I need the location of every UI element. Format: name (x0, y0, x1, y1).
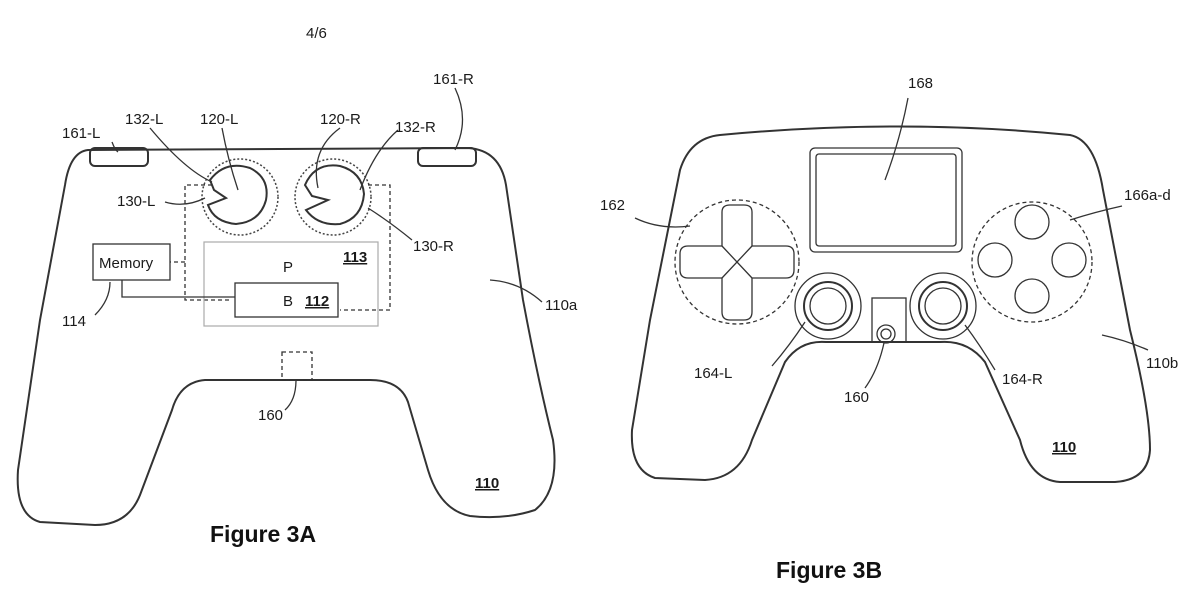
face-button-area-166 (971, 201, 1093, 323)
label-132-r: 132-R (395, 119, 436, 136)
label-memory: Memory (99, 255, 154, 272)
face-button-top (1014, 204, 1050, 240)
label-110-3a: 110 (475, 475, 499, 492)
label-110-3b: 110 (1052, 439, 1076, 456)
leader-160-3b (864, 342, 885, 389)
label-114: 114 (62, 313, 86, 330)
port-160-outer (876, 324, 896, 344)
label-p: P (283, 259, 293, 276)
label-120-l: 120-L (200, 111, 238, 128)
label-166a-d: 166a-d (1124, 187, 1171, 204)
finger-120-l (206, 164, 268, 226)
figure-3b: 168 162 166a-d 164-L 164-R 160 110b 110 … (600, 75, 1178, 583)
caption-figure-3a: Figure 3A (210, 521, 316, 547)
caption-figure-3b: Figure 3B (776, 557, 882, 583)
label-110a: 110a (545, 297, 578, 314)
sensor-130-r (294, 158, 372, 236)
joystick-164-r-inner (924, 287, 962, 325)
leader-162 (634, 217, 691, 228)
joystick-164-l-outer (794, 272, 862, 340)
processor-block-113 (203, 241, 379, 327)
label-b: B (283, 293, 293, 310)
figure-3a: 161-L 161-R 132-L 120-L 120-R 132-R 130-… (16, 71, 578, 547)
label-130-r: 130-R (413, 238, 454, 255)
label-162: 162 (600, 197, 625, 214)
memory-bus-line (121, 280, 235, 298)
leader-160-3a (284, 379, 297, 411)
leader-120-l (221, 127, 239, 191)
dpad-cross (679, 204, 795, 321)
leader-130-r (367, 207, 413, 241)
sensor-130-l (201, 158, 279, 236)
leader-161-l (111, 141, 119, 153)
leader-168 (884, 97, 909, 181)
joystick-164-r-outer (909, 272, 977, 340)
leader-132-r (359, 129, 399, 191)
leader-164-r (964, 324, 996, 371)
leader-166 (1069, 205, 1123, 221)
label-161-l: 161-L (62, 125, 100, 142)
label-120-r: 120-R (320, 111, 361, 128)
connection-frame (170, 184, 391, 311)
label-164-l: 164-L (694, 365, 732, 382)
label-160-3a: 160 (258, 407, 283, 424)
label-132-l: 132-L (125, 111, 163, 128)
dpad-center-marks (721, 245, 753, 279)
face-button-bottom (1014, 278, 1050, 314)
label-164-r: 164-R (1002, 371, 1043, 388)
label-168: 168 (908, 75, 933, 92)
port-160-inner (880, 328, 892, 340)
page-number: 4/6 (306, 25, 327, 42)
block-112 (234, 282, 339, 318)
leader-164-l (771, 321, 806, 367)
leader-132-l (149, 127, 213, 183)
dpad-area-162 (674, 199, 800, 325)
memory-box-114 (92, 243, 171, 281)
face-button-right (1051, 242, 1087, 278)
finger-120-r (303, 164, 366, 226)
label-110b: 110b (1146, 355, 1178, 372)
touchpad-outer-168 (809, 147, 963, 253)
joystick-164-l-inner (809, 287, 847, 325)
touchpad-inner-168 (815, 153, 957, 247)
shoulder-button-161-l (89, 147, 149, 167)
leader-161-r (454, 87, 464, 151)
label-160-3b: 160 (844, 389, 869, 406)
leader-114 (94, 281, 111, 316)
label-161-r: 161-R (433, 71, 474, 88)
controller-body-3a (16, 146, 556, 527)
label-113: 113 (343, 249, 367, 266)
leader-130-l (164, 197, 206, 205)
controller-body-3b (630, 125, 1152, 483)
label-130-l: 130-L (117, 193, 155, 210)
port-160-3a (281, 351, 313, 381)
joystick-164-r-ring (918, 281, 968, 331)
leader-110a (489, 279, 543, 303)
face-button-left (977, 242, 1013, 278)
leader-110b (1101, 334, 1149, 351)
label-112: 112 (305, 293, 329, 310)
leader-120-r (315, 127, 341, 189)
shoulder-button-161-r (417, 147, 477, 167)
joystick-164-l-ring (803, 281, 853, 331)
